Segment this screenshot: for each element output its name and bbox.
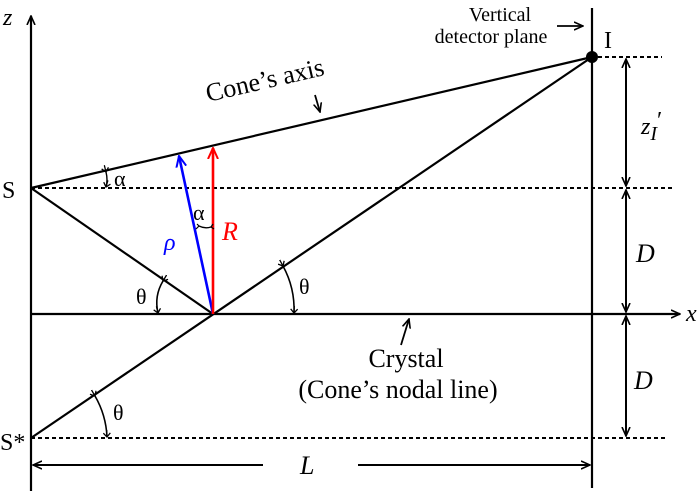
image-point-label: I bbox=[604, 28, 612, 54]
source-label: S bbox=[2, 178, 15, 204]
crystal-pointer bbox=[400, 319, 409, 346]
z-axis-label: z bbox=[2, 5, 13, 31]
theta-label-right: θ bbox=[299, 274, 310, 299]
alpha-arc-head-left bbox=[195, 223, 200, 230]
image-source-label: S* bbox=[0, 430, 25, 456]
theta-arc-S-star bbox=[89, 389, 111, 438]
rho-vector bbox=[179, 156, 215, 315]
alpha-arc-head-right bbox=[210, 223, 215, 230]
incident-ray bbox=[30, 187, 214, 315]
theta-arc-right bbox=[277, 259, 299, 314]
alpha-arc-vectors bbox=[198, 225, 212, 229]
cone-axis-pointer bbox=[315, 94, 320, 112]
R-label: R bbox=[221, 217, 238, 246]
alpha-label-vectors: α bbox=[193, 200, 205, 225]
alpha-arc-S bbox=[101, 165, 111, 188]
detector-label-line1: Vertical bbox=[469, 4, 532, 26]
crystal-label-line1: Crystal bbox=[368, 344, 443, 373]
D-lower-label: D bbox=[633, 366, 653, 395]
theta-arc-left bbox=[153, 274, 169, 314]
reflected-ray bbox=[30, 56, 593, 439]
zI-label: zI′ bbox=[640, 108, 662, 145]
cone-axis-label: Cone’s axis bbox=[203, 52, 327, 107]
detector-label-line2: detector plane bbox=[435, 26, 548, 48]
cone-axis-line bbox=[30, 55, 593, 190]
theta-label-S-star: θ bbox=[113, 400, 124, 425]
alpha-label-S: α bbox=[114, 166, 126, 191]
crystal-label-line2: (Cone’s nodal line) bbox=[298, 375, 497, 404]
L-label: L bbox=[299, 451, 314, 480]
theta-label-left: θ bbox=[136, 284, 147, 309]
rho-label: ρ bbox=[163, 230, 176, 256]
image-point-dot bbox=[586, 51, 598, 63]
D-upper-label: D bbox=[635, 239, 655, 268]
x-axis-label: x bbox=[685, 301, 697, 327]
